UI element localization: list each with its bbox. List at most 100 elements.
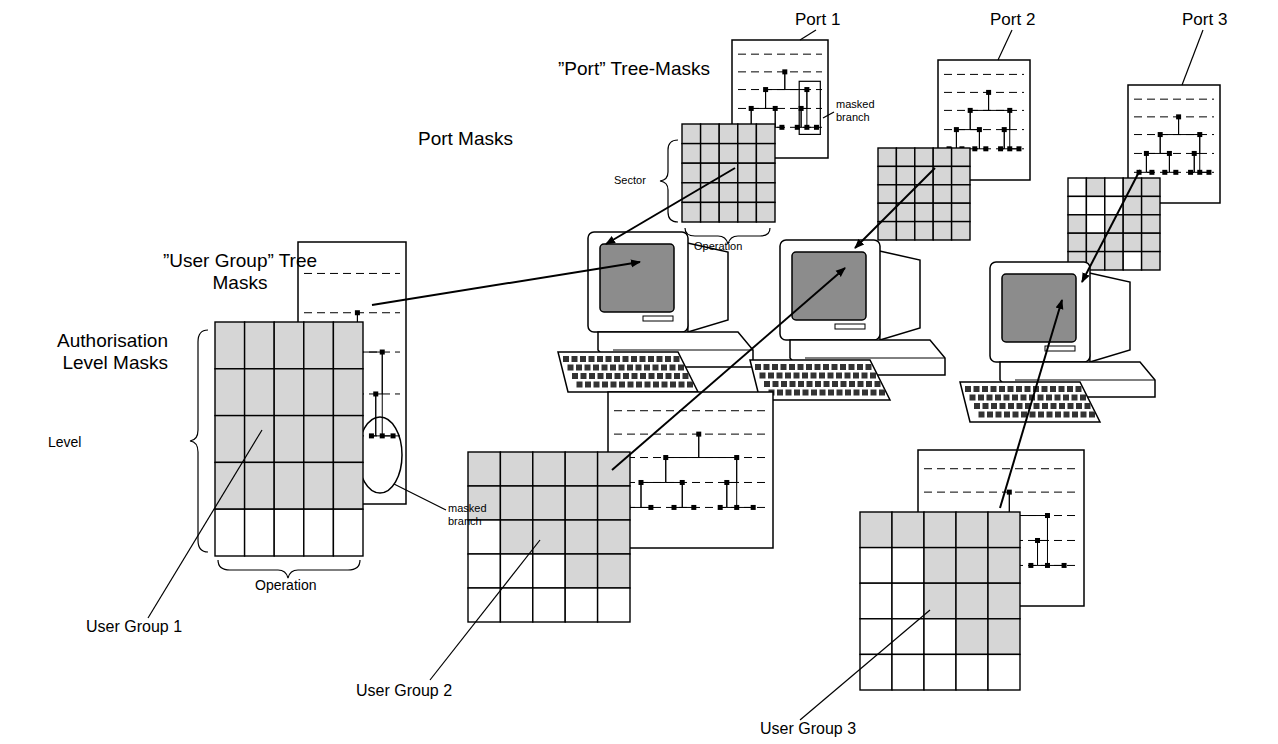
mask-cell bbox=[701, 202, 720, 222]
tree-branch bbox=[1004, 130, 1005, 149]
key bbox=[982, 386, 988, 392]
mask-cell bbox=[1068, 196, 1086, 214]
mask-cell bbox=[719, 183, 738, 203]
key bbox=[627, 365, 633, 371]
tree-node bbox=[1035, 538, 1040, 543]
tree-branch bbox=[766, 89, 785, 90]
label: User Group 1 bbox=[86, 618, 182, 636]
mask-cell bbox=[500, 520, 532, 554]
level-line bbox=[944, 74, 1024, 75]
tree-branch bbox=[375, 394, 376, 436]
mask-cell bbox=[500, 452, 532, 486]
mask-cell bbox=[500, 588, 532, 622]
mask-cell bbox=[896, 203, 914, 221]
tree-branch bbox=[641, 482, 642, 507]
key bbox=[823, 364, 829, 370]
level-line bbox=[738, 89, 822, 90]
key bbox=[1016, 386, 1022, 392]
mask-cell bbox=[756, 144, 775, 164]
tree-node bbox=[1016, 146, 1021, 151]
tree-branch bbox=[1169, 153, 1170, 172]
mask-cell bbox=[956, 583, 988, 619]
mask-cell bbox=[215, 322, 245, 369]
level-line bbox=[738, 71, 822, 72]
mask-cell bbox=[304, 462, 334, 509]
tree-branch bbox=[1194, 153, 1195, 172]
tree-node bbox=[1144, 151, 1149, 156]
key bbox=[679, 382, 685, 388]
tree-branch bbox=[1199, 135, 1200, 173]
key bbox=[602, 365, 608, 371]
tree-branch bbox=[726, 482, 727, 507]
mask-cell bbox=[896, 166, 914, 184]
key bbox=[824, 381, 830, 387]
label: Operation bbox=[255, 577, 316, 593]
key bbox=[598, 373, 604, 379]
key bbox=[853, 373, 859, 379]
mask-cell bbox=[1142, 252, 1160, 270]
mask-cell bbox=[1086, 196, 1104, 214]
key bbox=[670, 382, 676, 388]
tree-node bbox=[954, 127, 959, 132]
mask-cell bbox=[274, 509, 304, 556]
key bbox=[1063, 395, 1069, 401]
mask-cell bbox=[896, 222, 914, 240]
monitor bbox=[990, 262, 1090, 362]
label: Authorisation Level Masks bbox=[8, 330, 168, 374]
leader-line bbox=[148, 430, 262, 618]
mask-cell bbox=[878, 203, 896, 221]
key bbox=[572, 373, 578, 379]
key bbox=[777, 390, 783, 396]
key bbox=[1089, 412, 1095, 418]
key bbox=[1050, 386, 1056, 392]
monitor-slot bbox=[643, 316, 673, 321]
label: ”User Group” Tree Masks bbox=[150, 250, 330, 294]
monitor bbox=[588, 232, 688, 332]
key bbox=[594, 382, 600, 388]
mask-cell bbox=[719, 163, 738, 183]
tree-branch bbox=[988, 92, 989, 110]
mask-cell bbox=[682, 202, 701, 222]
tree-mask-sheet bbox=[732, 40, 828, 158]
mask-cell bbox=[245, 509, 275, 556]
key bbox=[815, 364, 821, 370]
tree-node bbox=[691, 505, 696, 510]
key bbox=[1017, 403, 1023, 409]
tree-branch bbox=[1160, 135, 1161, 154]
mask-cell bbox=[756, 163, 775, 183]
mask-cell bbox=[933, 185, 951, 203]
tree-branch bbox=[989, 110, 1010, 111]
key bbox=[798, 381, 804, 387]
leader-line bbox=[800, 610, 930, 720]
key bbox=[648, 356, 654, 362]
label: Level bbox=[48, 434, 81, 450]
key bbox=[606, 356, 612, 362]
mask-cell bbox=[860, 583, 892, 619]
key bbox=[1059, 386, 1065, 392]
tree-branch bbox=[682, 482, 683, 507]
key bbox=[760, 373, 766, 379]
mask-cell bbox=[952, 148, 970, 166]
mask-cell bbox=[333, 369, 363, 416]
mask-cell bbox=[1068, 215, 1086, 233]
level-line bbox=[304, 273, 400, 274]
mask-cell bbox=[878, 148, 896, 166]
key bbox=[623, 373, 629, 379]
mask-cell bbox=[1105, 252, 1123, 270]
key bbox=[1055, 412, 1061, 418]
key bbox=[807, 381, 813, 387]
key bbox=[1072, 395, 1078, 401]
mask-cell bbox=[1123, 215, 1141, 233]
tree-mask-sheet bbox=[1128, 85, 1220, 203]
mask-cell bbox=[215, 369, 245, 416]
label: Operation bbox=[694, 240, 742, 253]
key bbox=[790, 381, 796, 387]
tree-branch bbox=[1178, 117, 1179, 135]
key bbox=[614, 356, 620, 362]
tree-node bbox=[391, 433, 396, 438]
mask-cell bbox=[896, 185, 914, 203]
tree-branch bbox=[970, 110, 971, 129]
screen bbox=[1002, 274, 1076, 342]
key bbox=[871, 390, 877, 396]
tree-node bbox=[639, 480, 644, 485]
